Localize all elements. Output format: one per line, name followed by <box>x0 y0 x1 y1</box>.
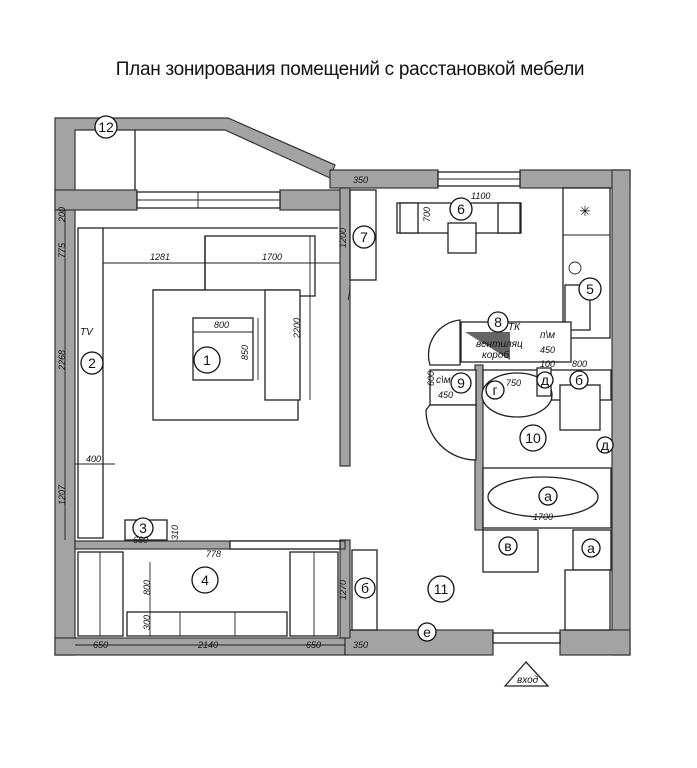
room-7-label: 7 <box>360 229 368 245</box>
room-1-label: 1 <box>203 352 211 368</box>
dim: 1700 <box>262 252 282 262</box>
room-3-label: 3 <box>139 520 147 536</box>
sm-label: с\м <box>436 375 451 386</box>
dim: 2268 <box>57 350 67 371</box>
dim: 700 <box>422 207 432 222</box>
dim: 650 <box>306 640 321 650</box>
vent-label: вентиляц <box>476 339 523 350</box>
living-room <box>64 210 341 550</box>
dim: 2200 <box>292 318 302 339</box>
room-6-label: 6 <box>457 201 465 217</box>
dim: 310 <box>170 525 180 540</box>
dim: 778 <box>206 549 221 559</box>
dim: 800 <box>572 359 587 369</box>
kitchen <box>347 187 611 339</box>
room-9-label: 9 <box>457 375 465 391</box>
dim: 450 <box>540 345 555 355</box>
item-a-label: а <box>544 488 552 504</box>
dim: 350 <box>353 640 368 650</box>
item-d-label: д <box>601 437 609 453</box>
dim: 850 <box>240 345 250 360</box>
plan-title: План зонирования помещений с расстановко… <box>116 59 584 80</box>
room-4-label: 4 <box>201 572 209 588</box>
wardrobes <box>77 551 339 637</box>
room-11-label: 11 <box>434 581 449 597</box>
room-8-label: 8 <box>494 314 502 330</box>
vent-label: короб <box>482 349 509 361</box>
dim: 1281 <box>150 252 170 262</box>
room-10-label: 10 <box>525 430 541 446</box>
hob-icon: ✳ <box>579 203 591 219</box>
item-a-label: а <box>587 540 595 556</box>
dim: 800 <box>142 580 152 595</box>
tv-label: TV <box>80 327 94 338</box>
dim: 450 <box>438 390 453 400</box>
dim: 660 <box>133 535 148 545</box>
dim: 1200 <box>338 228 348 248</box>
item-v-label: в <box>504 538 511 554</box>
dim: 1207 <box>57 484 67 505</box>
dim: 1270 <box>338 580 348 600</box>
item-g-label: г <box>492 382 497 398</box>
dim: 100 <box>540 359 555 369</box>
item-b-label: б <box>361 580 369 596</box>
dim: 750 <box>506 378 521 388</box>
room-12-label: 12 <box>98 119 114 135</box>
dim: 200 <box>57 207 67 223</box>
dim: 1700 <box>533 512 553 522</box>
dim: 600 <box>426 371 436 386</box>
dim: 775 <box>57 242 67 258</box>
room-5-label: 5 <box>586 281 594 297</box>
bathroom <box>351 319 612 631</box>
dim: 300 <box>142 615 152 630</box>
tk-label: ТК <box>508 322 521 333</box>
dim: 1100 <box>471 191 490 201</box>
entry-label: вход <box>517 675 539 686</box>
room-12-marker <box>94 115 118 139</box>
item-b-label: б <box>575 372 583 388</box>
dim: 650 <box>93 640 108 650</box>
windows <box>136 171 561 644</box>
room-2-label: 2 <box>88 355 96 371</box>
dim: 800 <box>214 320 229 330</box>
item-d-label: д <box>541 372 549 388</box>
item-e-label: е <box>423 624 431 640</box>
dim: 400 <box>86 454 101 464</box>
pm-label: п\м <box>540 330 555 341</box>
entry-marker <box>503 661 550 687</box>
dim: 2140 <box>197 640 218 650</box>
dim: 350 <box>353 175 368 185</box>
